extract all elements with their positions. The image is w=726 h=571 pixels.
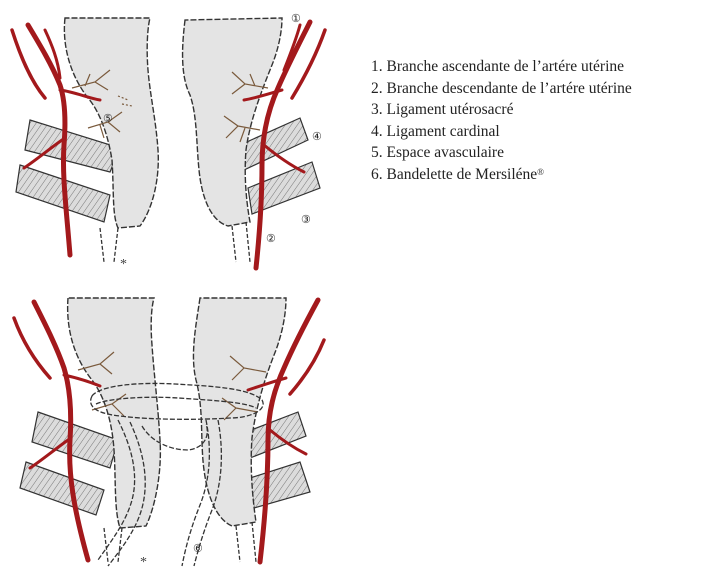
legend-item-2: 2. Branche descendante de l’artére utéri…	[371, 78, 632, 100]
callout-1: ①	[291, 13, 301, 25]
legend-label: Ligament cardinal	[387, 123, 500, 140]
ligament-right-top	[240, 118, 320, 214]
legend-number: 1.	[371, 58, 383, 75]
legend-number: 6.	[371, 166, 383, 183]
legend-label: Branche ascendante de l’artére utérine	[387, 58, 625, 75]
legend-label: Ligament utérosacré	[387, 101, 514, 118]
bottom-panel: ⑥ *	[14, 298, 324, 570]
legend-number: 3.	[371, 101, 383, 118]
top-panel: ① ② ③ ④ ⑤ *	[12, 13, 325, 272]
ligament-right-bottom	[246, 412, 310, 508]
legend-item-1: 1. Branche ascendante de l’artére utérin…	[371, 56, 632, 78]
legend-number: 4.	[371, 123, 383, 140]
asterisk-mark-top: *	[120, 257, 127, 272]
callout-6: ⑥	[193, 543, 203, 555]
callout-2: ②	[266, 233, 276, 245]
callout-4: ④	[312, 131, 322, 143]
legend-item-6: 6. Bandelette de Mersiléne®	[371, 164, 632, 186]
callout-5: ⑤	[103, 113, 113, 125]
legend-label: Espace avasculaire	[387, 144, 504, 161]
legend-label: Branche descendante de l’artére utérine	[387, 80, 632, 97]
legend-item-3: 3. Ligament utérosacré	[371, 99, 632, 121]
registered-mark: ®	[537, 167, 544, 177]
callout-3: ③	[301, 214, 311, 226]
legend-item-5: 5. Espace avasculaire	[371, 142, 632, 164]
legend-label: Bandelette de Mersiléne	[387, 166, 538, 183]
legend-item-4: 4. Ligament cardinal	[371, 121, 632, 143]
legend-number: 2.	[371, 80, 383, 97]
legend: 1. Branche ascendante de l’artére utérin…	[371, 56, 632, 185]
asterisk-mark-bottom: *	[140, 555, 147, 570]
legend-number: 5.	[371, 144, 383, 161]
